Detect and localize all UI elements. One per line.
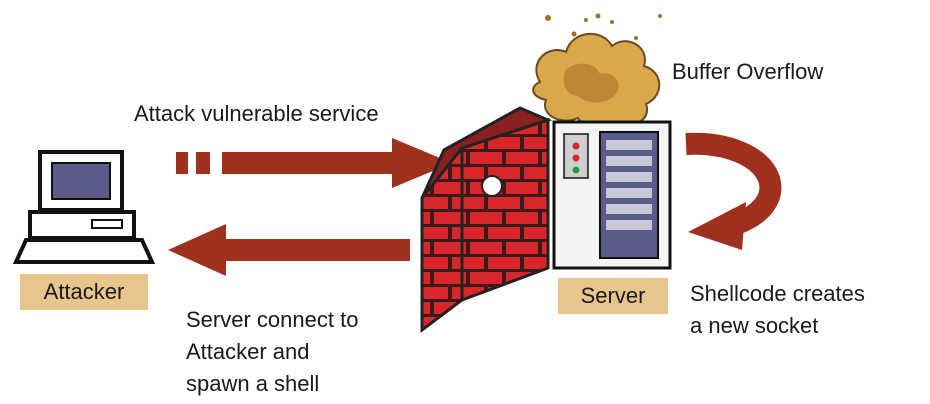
server-led-red-2 — [572, 154, 580, 162]
overflow-label: Buffer Overflow — [672, 59, 824, 84]
monitor-screen — [51, 162, 111, 200]
server-led-red — [572, 142, 580, 150]
server-led-green — [572, 166, 580, 174]
return-arrow — [168, 224, 410, 276]
firewall-icon — [420, 106, 553, 333]
shellcode-label-line2: a new socket — [690, 313, 819, 338]
loop-arrow-icon — [685, 132, 782, 250]
connect-label-line2: Attacker and — [186, 339, 310, 364]
connect-label-line3: spawn a shell — [186, 371, 320, 396]
firewall-top — [420, 106, 553, 199]
server-icon — [552, 120, 672, 270]
firewall-hole — [481, 175, 503, 197]
computer-icon — [12, 150, 156, 264]
explosion-icon — [532, 13, 662, 131]
firewall-front — [460, 117, 550, 303]
connect-label-line1: Server connect to — [186, 307, 359, 332]
attack-arrow — [176, 138, 452, 188]
attacker-tag: Attacker — [20, 274, 148, 310]
shellcode-label-line1: Shellcode creates — [690, 281, 865, 306]
drive-slot — [91, 219, 123, 229]
server-tag: Server — [558, 278, 668, 314]
attack-label: Attack vulnerable service — [134, 101, 379, 126]
keyboard — [12, 238, 156, 264]
